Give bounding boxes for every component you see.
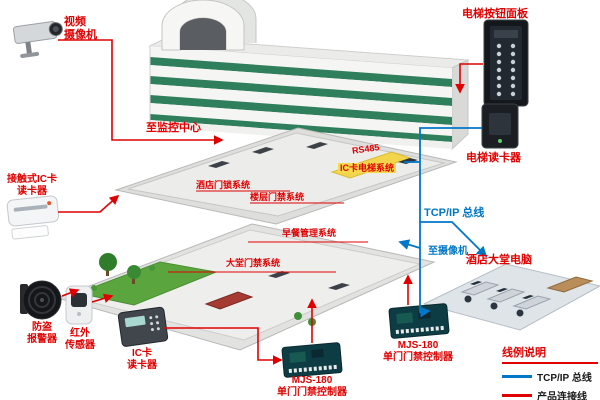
access-controller-2-image bbox=[388, 303, 450, 339]
tcpip-bus-label: TCP/IP 总线 bbox=[424, 207, 485, 219]
computer-monitor bbox=[496, 288, 508, 292]
tree bbox=[127, 265, 141, 279]
lobby-access-system-label: 大堂门禁系统 bbox=[226, 258, 281, 268]
chair bbox=[516, 309, 524, 317]
chair bbox=[464, 295, 472, 303]
infrared-sensor-image bbox=[65, 285, 93, 325]
elevator-button-panel-label: 电梯按钮面板 bbox=[462, 8, 528, 20]
legend: 线例说明 TCP/IP 总线 产品连接线 bbox=[502, 344, 598, 400]
chair bbox=[490, 302, 498, 310]
door-unit bbox=[268, 271, 290, 278]
ic-card-elevator-system-text: IC卡电梯系统 bbox=[338, 163, 397, 173]
plant bbox=[294, 312, 302, 320]
video-camera-label: 视频 摄像机 bbox=[64, 16, 97, 42]
ic-card-elevator-system-label: IC卡电梯系统 bbox=[338, 163, 397, 174]
to-camera-label: 至摄像机 bbox=[428, 246, 468, 257]
burglar-alarm-label: 防盗 报警器 bbox=[27, 322, 57, 346]
front-desk bbox=[546, 276, 594, 293]
infrared-sensor-label: 红外 传感器 bbox=[65, 328, 95, 352]
red-connection-lines bbox=[58, 39, 483, 365]
floor-access-system-label: 楼层门禁系统 bbox=[250, 192, 305, 202]
arch-opening bbox=[180, 18, 226, 50]
blue-line-swatch bbox=[502, 375, 532, 378]
burglar-alarm-image bbox=[20, 280, 62, 320]
computer-monitor bbox=[470, 281, 482, 285]
legend-item-label: 产品连接线 bbox=[537, 392, 587, 400]
video-camera-image bbox=[12, 21, 63, 59]
ic-card-reader-label: IC卡 读卡器 bbox=[127, 348, 157, 372]
door-unit bbox=[208, 161, 230, 168]
controller-2-label: MJS-180 单门门禁控制器 bbox=[383, 340, 453, 364]
ground-floor-slab bbox=[56, 223, 436, 351]
to-monitoring-center-label: 至监控中心 bbox=[146, 122, 201, 134]
tree bbox=[99, 253, 117, 271]
door-unit bbox=[306, 142, 328, 149]
hotel-lobby-computer-label: 酒店大堂电脑 bbox=[466, 254, 532, 266]
computer-monitor bbox=[522, 295, 534, 299]
legend-item-product-line: 产品连接线 bbox=[502, 388, 598, 400]
hotel-door-lock-system-label: 酒店门锁系统 bbox=[196, 180, 251, 190]
ic-card-reader-image bbox=[117, 306, 169, 347]
legend-title: 线例说明 bbox=[502, 344, 598, 364]
slab-reader bbox=[398, 158, 418, 164]
tcpip-bus-lines bbox=[398, 127, 488, 318]
elevator-card-reader-label: 电梯读卡器 bbox=[466, 152, 521, 164]
reception-desk bbox=[204, 291, 254, 310]
elevator-card-reader-image bbox=[481, 103, 519, 149]
controller-1-label: MJS-180 单门门禁控制器 bbox=[277, 375, 347, 399]
legend-item-label: TCP/IP 总线 bbox=[537, 373, 592, 384]
elevator-button-panel-image bbox=[483, 19, 529, 107]
contact-ic-reader-label: 接触式IC卡 读卡器 bbox=[7, 174, 57, 198]
door-unit bbox=[252, 147, 274, 154]
breakfast-management-system-label: 早餐管理系统 bbox=[282, 228, 337, 238]
door-unit bbox=[328, 283, 350, 290]
lobby-computer-scene bbox=[422, 263, 600, 331]
red-line-swatch bbox=[502, 394, 532, 397]
legend-item-tcpip: TCP/IP 总线 bbox=[502, 369, 598, 384]
access-controller-1-image bbox=[281, 342, 343, 378]
contact-ic-reader-image bbox=[6, 195, 60, 240]
